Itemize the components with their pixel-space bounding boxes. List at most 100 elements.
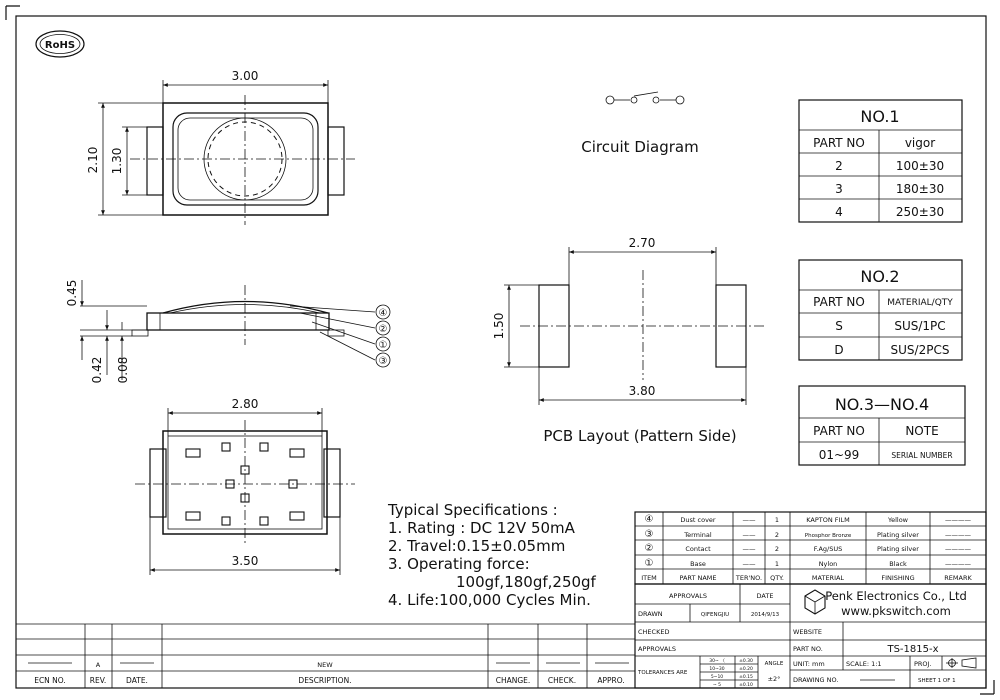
table-no3-cell: 01~99	[819, 448, 860, 462]
checked-label: CHECKED	[638, 628, 669, 636]
table-no3-header-part: PART NO	[813, 424, 865, 438]
table-no3-header-note: NOTE	[905, 424, 938, 438]
pcb-layout-label: PCB Layout (Pattern Side)	[543, 427, 736, 445]
spec-line-3b: 100gf,180gf,250gf	[456, 573, 597, 591]
rev-header-check: CHECK.	[548, 676, 576, 685]
angle-value: ±2°	[768, 675, 781, 683]
company-website: www.pkswitch.com	[841, 604, 951, 618]
bom-cell: Plating silver	[877, 531, 919, 539]
sheet-label: SHEET 1 OF 1	[918, 678, 956, 684]
table-no1-cell: 180±30	[896, 182, 944, 196]
scale-label: SCALE: 1:1	[846, 660, 882, 668]
drawing-no-label: DRAWING NO.	[793, 676, 838, 684]
table-no1-title: NO.1	[860, 107, 899, 126]
bom-cell: Dust cover	[680, 516, 716, 524]
bom-cell: 1	[775, 516, 779, 524]
rev-header-appro: APPRO.	[597, 676, 624, 685]
drawn-label: DRAWN	[638, 610, 663, 618]
dim-pcb-gap: 2.70	[629, 236, 656, 250]
bom-cell: ————	[945, 560, 972, 568]
bom-table	[634, 511, 987, 585]
bom-cell: ②	[645, 543, 654, 554]
approvals-header: APPROVALS	[669, 592, 707, 600]
revision-description: NEW	[317, 661, 333, 669]
bom-cell: ——	[743, 545, 757, 553]
circuit-diagram-label: Circuit Diagram	[581, 138, 698, 156]
tol-range: 30~ 〈	[709, 658, 725, 664]
table-no2	[798, 259, 963, 361]
bom-cell: ①	[645, 558, 654, 569]
callout-4: ④	[379, 308, 388, 319]
tol-range: 5~10	[711, 674, 723, 680]
table-no2-cell: SUS/1PC	[894, 319, 945, 333]
bom-header: PART NAME	[679, 574, 716, 582]
tol-value: ±0.15	[739, 674, 753, 680]
dim-top-inner-height: 1.30	[110, 148, 124, 175]
rohs-logo: RoHS	[35, 30, 85, 58]
tol-value: ±0.20	[739, 666, 753, 672]
dim-bottom-inner: 2.80	[232, 397, 259, 411]
bom-header: MATERIAL	[812, 574, 845, 582]
date-header: DATE	[757, 592, 774, 600]
proj-label: PROJ.	[914, 660, 932, 668]
revision-block	[16, 623, 635, 688]
rev-header-ecn: ECN NO.	[34, 676, 66, 685]
bom-cell: ————	[945, 545, 972, 553]
bom-header: ITEM	[641, 574, 657, 582]
dim-pcb-total: 3.80	[629, 384, 656, 398]
corner-mark-bottom-right	[980, 680, 995, 695]
angle-label: ANGLE	[765, 661, 784, 667]
rev-header-description: DESCRIPTION.	[298, 676, 351, 685]
dim-top-width: 3.00	[232, 69, 259, 83]
dim-side-bottom: 0.42	[90, 357, 104, 384]
bom-cell: Base	[690, 560, 706, 568]
side-view	[80, 280, 391, 380]
pcb-layout	[504, 247, 765, 405]
corner-mark-top-left	[5, 5, 20, 20]
table-no2-cell: S	[835, 319, 843, 333]
website-label: WEBSITE	[793, 628, 822, 636]
spec-line-3: 3. Operating force:	[388, 555, 530, 573]
bom-cell: 2	[775, 531, 779, 539]
callout-2: ②	[379, 324, 388, 335]
drawn-by: QIFENGJIU	[701, 612, 729, 618]
callout-1: ①	[379, 340, 388, 351]
table-no1-cell: 2	[835, 159, 843, 173]
switch-symbol	[605, 91, 685, 105]
dim-side-height: 0.45	[65, 280, 79, 307]
company-logo-icon	[804, 589, 826, 615]
bom-cell: 2	[775, 545, 779, 553]
drawn-date: 2014/9/13	[751, 612, 780, 618]
table-no1-cell: 250±30	[896, 205, 944, 219]
bom-cell: ——	[743, 516, 757, 524]
tol-range: ~ 5	[713, 682, 721, 688]
bom-cell: ④	[645, 514, 654, 525]
bom-header: REMARK	[944, 574, 972, 582]
rev-header-rev: REV.	[90, 676, 107, 685]
rev-header-change: CHANGE.	[496, 676, 531, 685]
table-no2-cell: D	[834, 343, 843, 357]
bom-cell: Black	[889, 560, 907, 568]
table-no3-cell: SERIAL NUMBER	[891, 451, 952, 460]
bom-header: FINISHING	[881, 574, 914, 582]
dim-bottom-outer: 3.50	[232, 554, 259, 568]
part-no-label: PART NO.	[793, 645, 823, 653]
tol-value: ±0.10	[739, 682, 753, 688]
bom-cell: Phosphor Bronze	[805, 533, 852, 539]
bom-header: TER'NO.	[735, 574, 762, 582]
table-no1	[798, 99, 963, 223]
rev-header-date: DATE.	[126, 676, 148, 685]
bottom-view	[135, 408, 355, 575]
revision-letter: A	[96, 661, 101, 669]
projection-icon	[946, 657, 977, 669]
drawing-border	[15, 15, 987, 689]
rohs-label: RoHS	[45, 40, 75, 51]
dim-side-lead: 0.08	[116, 357, 130, 384]
table-no2-header-material: MATERIAL/QTY	[887, 298, 953, 308]
spec-line-4: 4. Life:100,000 Cycles Min.	[388, 591, 591, 609]
bom-cell: 1	[775, 560, 779, 568]
title-block	[634, 583, 987, 689]
dim-pcb-height: 1.50	[492, 313, 506, 340]
spec-line-2: 2. Travel:0.15±0.05mm	[388, 537, 565, 555]
specs-title: Typical Specifications :	[387, 501, 558, 519]
